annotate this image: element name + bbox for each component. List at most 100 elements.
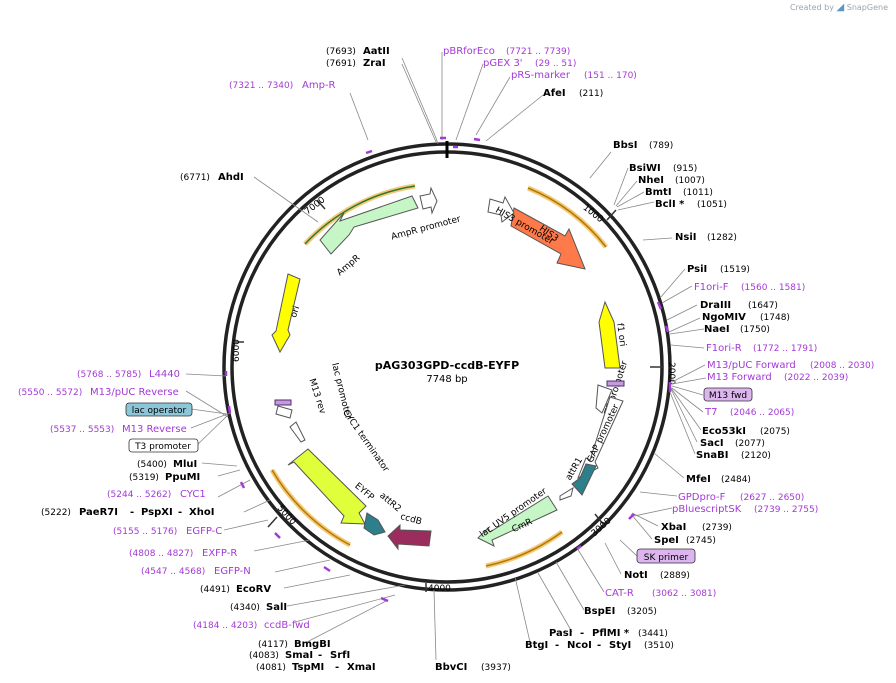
ecorv-name: EcoRV xyxy=(236,584,271,595)
pasi-name: PasI xyxy=(549,628,572,639)
paer7i-pos: (5222) xyxy=(41,508,71,518)
draiii-name: DraIII xyxy=(700,300,731,311)
leader-lines xyxy=(185,52,707,661)
his3-promoter-feature[interactable] xyxy=(487,195,515,223)
nhei-name: NheI xyxy=(638,175,664,186)
plasmid-size: 7748 bp xyxy=(426,374,467,385)
aatii-name: AatII xyxy=(363,46,390,57)
btgi-dash: - xyxy=(555,640,559,651)
zrai-name: ZraI xyxy=(363,58,386,69)
smai-pos: (4083) xyxy=(249,651,279,661)
cyc1-terminator-feature[interactable] xyxy=(289,421,306,443)
snapgene-brand: Created by ◢ SnapGene xyxy=(790,2,888,13)
his3-feature[interactable] xyxy=(510,207,586,270)
bspei-pos: (3205) xyxy=(627,607,657,617)
lac-operator-box[interactable] xyxy=(125,402,193,417)
tspmi-dash: - xyxy=(335,662,339,673)
m13-reverse-name: M13 Reverse xyxy=(122,424,187,435)
pgex3-pos: (29 .. 51) xyxy=(535,59,576,69)
ccdb-fwd-pos: (4184 .. 4203) xyxy=(193,621,257,631)
ncoi-name: NcoI xyxy=(567,640,592,651)
egfp-n-pos: (4547 .. 4568) xyxy=(141,567,205,577)
f1-ori-label: f1 ori xyxy=(614,323,627,348)
pbrforeco-name: pBRforEco xyxy=(443,46,495,57)
cat-r-name: CAT-R xyxy=(605,588,634,599)
ori-feature[interactable] xyxy=(271,273,301,354)
exfp-r-pos: (4808 .. 4827) xyxy=(129,549,193,559)
mlui-pos: (5400) xyxy=(137,460,167,470)
draiii-pos: (1647) xyxy=(748,301,778,311)
bbvci-pos: (3937) xyxy=(481,663,511,673)
attr2-label: attR2 xyxy=(377,491,402,514)
gpdpro-f-name: GPDpro-F xyxy=(678,492,726,503)
pspxi-dash: - xyxy=(178,507,182,518)
ecorv-pos: (4491) xyxy=(200,585,230,595)
ncoi-dash: - xyxy=(597,640,601,651)
m13puc-rev-pos: (5550 .. 5572) xyxy=(18,388,82,398)
m13-fwd-box[interactable] xyxy=(703,387,753,402)
attr1-feature[interactable] xyxy=(571,463,597,496)
bsiwi-name: BsiWI xyxy=(629,163,661,174)
m13-rev-site xyxy=(274,399,292,406)
pbluescriptsk-pos: (2739 .. 2755) xyxy=(754,505,818,515)
t7-name: T7 xyxy=(704,407,717,418)
ccdb-feature[interactable] xyxy=(387,523,432,551)
noti-name: NotI xyxy=(624,570,648,581)
ampr-primer-name: Amp-R xyxy=(302,80,336,91)
bmgbi-name: BmgBI xyxy=(294,639,331,650)
tspmi-name: TspMI xyxy=(292,662,324,673)
lac-promoter-label: lac promoter xyxy=(329,362,353,421)
zrai-pos: (7691) xyxy=(326,59,356,69)
tspmi-pos: (4081) xyxy=(256,663,286,673)
f1-ori-feature[interactable] xyxy=(598,300,621,369)
paer7i-name: PaeR7I xyxy=(79,507,118,518)
srfi-name: SrfI xyxy=(330,650,350,661)
nsii-pos: (1282) xyxy=(707,233,737,243)
sk-primer-box-label: SK primer xyxy=(644,553,689,563)
brand-prefix: Created by xyxy=(789,3,834,12)
smai-dash: - xyxy=(318,650,322,661)
pbrforeco-pos: (7721 .. 7739) xyxy=(506,47,570,57)
tick-2000: 2000 xyxy=(666,362,676,385)
ampr-feature[interactable] xyxy=(319,195,419,255)
afei-name: AfeI xyxy=(543,88,566,99)
mfei-pos: (2484) xyxy=(721,475,751,485)
styi-name: StyI xyxy=(609,640,631,651)
bsiwi-pos: (915) xyxy=(673,164,697,174)
sk-primer-box[interactable] xyxy=(636,548,696,564)
bmgbi-pos: (4117) xyxy=(258,640,288,650)
prs-marker-name: pRS-marker xyxy=(511,70,571,81)
ngomiv-pos: (1748) xyxy=(760,313,790,323)
spei-pos: (2745) xyxy=(686,536,716,546)
f1ori-r-pos: (1772 .. 1791) xyxy=(753,344,817,354)
tick-marks xyxy=(232,199,663,592)
m13-fwd-box-label: M13 fwd xyxy=(709,391,747,401)
ppumi-pos: (5319) xyxy=(129,473,159,483)
ccdb-label: ccdB xyxy=(399,512,423,527)
tick-6000: 6000 xyxy=(232,339,242,362)
eyfp-feature[interactable] xyxy=(287,448,367,525)
ampr-promoter-label: AmpR promoter xyxy=(390,214,462,242)
ampr-promoter-feature[interactable] xyxy=(419,186,438,215)
attr2-feature[interactable] xyxy=(363,512,386,536)
lac-promoter-feature[interactable] xyxy=(275,405,293,419)
xbai-name: XbaI xyxy=(661,522,686,533)
m13-forward-name: M13 Forward xyxy=(707,372,772,383)
bbsi-pos: (789) xyxy=(649,141,673,151)
egfp-c-name: EGFP-C xyxy=(186,526,222,537)
lac-uv5-promoter-feature[interactable] xyxy=(559,486,574,501)
sali-pos: (4340) xyxy=(230,603,260,613)
f1ori-f-pos: (1560 .. 1581) xyxy=(741,283,805,293)
pbluescriptsk-name: pBluescriptSK xyxy=(672,504,742,515)
cmr-feature[interactable] xyxy=(477,495,558,547)
egfp-c-pos: (5155 .. 5176) xyxy=(113,527,177,537)
pspxi-name: PspXI xyxy=(141,507,173,518)
paer7i-dash: - xyxy=(130,507,134,518)
xhoi-name: XhoI xyxy=(189,507,214,518)
nsii-name: NsiI xyxy=(675,232,696,243)
pflmi-name: PflMI * xyxy=(592,628,630,639)
cyc1-name: CYC1 xyxy=(180,489,206,500)
t7-promoter-feature[interactable] xyxy=(595,384,613,414)
t3-promoter-box[interactable] xyxy=(128,438,199,453)
